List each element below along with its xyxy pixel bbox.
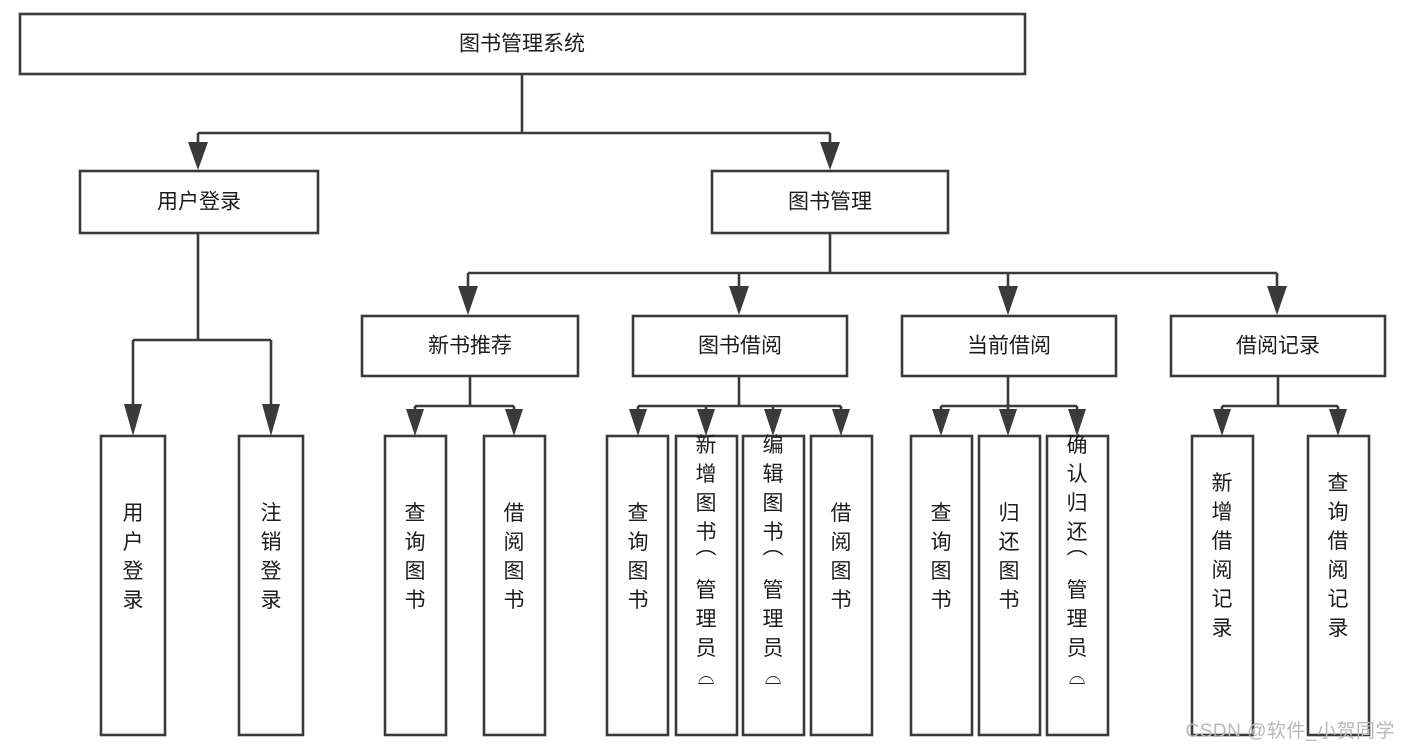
node-new-book-recommend-label: 新书推荐 — [428, 335, 512, 358]
leaf-book-borrow-3-box[interactable] — [741, 434, 806, 737]
leaf-user-login-1-label: 用户登录 — [123, 502, 144, 612]
arrow-head-borrow-l3 — [764, 409, 782, 436]
node-book-management[interactable]: 图书管理 — [710, 169, 950, 235]
arrow-head-record-l2 — [1329, 409, 1347, 436]
leaf-current-borrow-3-label: 确认归还⌒管理员⌓ — [1067, 434, 1088, 689]
leaf-current-borrow-1[interactable]: 查询图书 — [909, 434, 974, 737]
leaf-new-book-1[interactable]: 查询图书 — [383, 434, 448, 737]
node-user-login-box[interactable] — [78, 169, 320, 235]
leaf-book-borrow-2[interactable]: 新增图书⌒管理员⌓ — [674, 434, 739, 737]
leaf-new-book-2-label: 借阅图书 — [504, 502, 525, 612]
leaf-book-borrow-4-label: 借阅图书 — [831, 502, 852, 612]
node-book-borrow-box[interactable] — [631, 314, 849, 378]
node-current-borrow[interactable]: 当前借阅 — [900, 314, 1118, 378]
arrow-head-current-l3 — [1068, 409, 1086, 436]
leaf-current-borrow-2-box[interactable] — [977, 434, 1042, 737]
arrow-head-borrow-l2 — [697, 409, 715, 436]
node-current-borrow-box[interactable] — [900, 314, 1118, 378]
connector-group-new-book — [406, 376, 523, 436]
leaf-borrow-record-1[interactable]: 新增借阅记录 — [1190, 434, 1255, 737]
leaf-borrow-record-1-label: 新增借阅记录 — [1212, 472, 1233, 640]
connector-group-book-mgmt — [458, 233, 1287, 315]
node-current-borrow-label: 当前借阅 — [967, 335, 1051, 358]
leaf-user-login-1[interactable]: 用户登录 — [99, 434, 167, 737]
leaf-borrow-record-2-label: 查询借阅记录 — [1328, 472, 1349, 640]
leaf-user-login-2-label: 注销登录 — [261, 502, 282, 612]
arrow-head-record — [1267, 286, 1287, 315]
connector-group-user-login — [124, 233, 280, 436]
leaf-new-book-2[interactable]: 借阅图书 — [482, 434, 547, 737]
node-new-book-recommend[interactable]: 新书推荐 — [360, 314, 580, 378]
leaf-book-borrow-2-label: 新增图书⌒管理员⌓ — [696, 434, 717, 689]
node-user-login[interactable]: 用户登录 — [78, 169, 320, 235]
node-book-management-label: 图书管理 — [788, 191, 872, 214]
arrow-head-login — [188, 142, 208, 170]
leaf-book-borrow-3[interactable]: 编辑图书⌒管理员⌓ — [741, 434, 806, 737]
leaf-book-borrow-1-box[interactable] — [605, 434, 670, 737]
node-new-book-recommend-box[interactable] — [360, 314, 580, 378]
node-borrow-record-label: 借阅记录 — [1236, 335, 1320, 358]
leaf-current-borrow-1-box[interactable] — [909, 434, 974, 737]
node-root[interactable]: 图书管理系统 — [18, 12, 1027, 76]
leaf-borrow-record-2-box[interactable] — [1306, 434, 1371, 737]
node-book-management-box[interactable] — [710, 169, 950, 235]
node-borrow-record-box[interactable] — [1169, 314, 1387, 378]
leaf-new-book-1-box[interactable] — [383, 434, 448, 737]
leaf-user-login-2-box[interactable] — [237, 434, 305, 737]
leaf-book-borrow-1-label: 查询图书 — [628, 502, 649, 612]
leaf-current-borrow-3[interactable]: 确认归还⌒管理员⌓ — [1045, 434, 1110, 737]
arrow-head-login-leaf1 — [124, 404, 142, 436]
arrow-head-newbook-l1 — [406, 409, 424, 436]
leaf-new-book-2-box[interactable] — [482, 434, 547, 737]
leaf-book-borrow-4[interactable]: 借阅图书 — [809, 434, 874, 737]
node-root-box[interactable] — [18, 12, 1027, 76]
node-borrow-record[interactable]: 借阅记录 — [1169, 314, 1387, 378]
leaf-current-borrow-2-label: 归还图书 — [999, 502, 1020, 612]
arrow-head-login-leaf2 — [262, 404, 280, 436]
leaf-book-borrow-3-label: 编辑图书⌒管理员⌓ — [763, 434, 784, 689]
leaf-book-borrow-2-box[interactable] — [674, 434, 739, 737]
arrow-head-newbook — [458, 286, 478, 315]
arrow-head-newbook-l2 — [505, 409, 523, 436]
connector-group-book-borrow — [629, 376, 850, 436]
leaf-user-login-1-box[interactable] — [99, 434, 167, 737]
leaf-current-borrow-2[interactable]: 归还图书 — [977, 434, 1042, 737]
leaf-book-borrow-1[interactable]: 查询图书 — [605, 434, 670, 737]
leaf-current-borrow-1-label: 查询图书 — [931, 502, 952, 612]
node-book-borrow-label: 图书借阅 — [698, 335, 782, 358]
arrow-head-borrow-l1 — [629, 409, 647, 436]
arrow-head-current-l1 — [932, 409, 950, 436]
node-user-login-label: 用户登录 — [157, 191, 241, 214]
arrow-head-record-l1 — [1213, 409, 1231, 436]
csdn-watermark: CSDN @软件_小贺同学 — [1185, 721, 1395, 742]
leaf-book-borrow-4-box[interactable] — [809, 434, 874, 737]
arrow-head-borrow — [729, 286, 749, 315]
arrow-head-current — [998, 286, 1018, 315]
leaf-new-book-1-label: 查询图书 — [405, 502, 426, 612]
node-book-borrow[interactable]: 图书借阅 — [631, 314, 849, 378]
connector-group-root — [188, 74, 840, 170]
leaf-user-login-2[interactable]: 注销登录 — [237, 434, 305, 737]
connector-group-current-borrow — [932, 376, 1086, 436]
node-root-label: 图书管理系统 — [459, 33, 585, 56]
arrow-head-books — [820, 142, 840, 170]
leaf-borrow-record-1-box[interactable] — [1190, 434, 1255, 737]
leaf-current-borrow-3-box[interactable] — [1045, 434, 1110, 737]
arrow-head-current-l2 — [999, 409, 1017, 436]
arrow-head-borrow-l4 — [832, 409, 850, 436]
connector-group-borrow-record — [1213, 376, 1347, 436]
leaf-borrow-record-2[interactable]: 查询借阅记录 — [1306, 434, 1371, 737]
